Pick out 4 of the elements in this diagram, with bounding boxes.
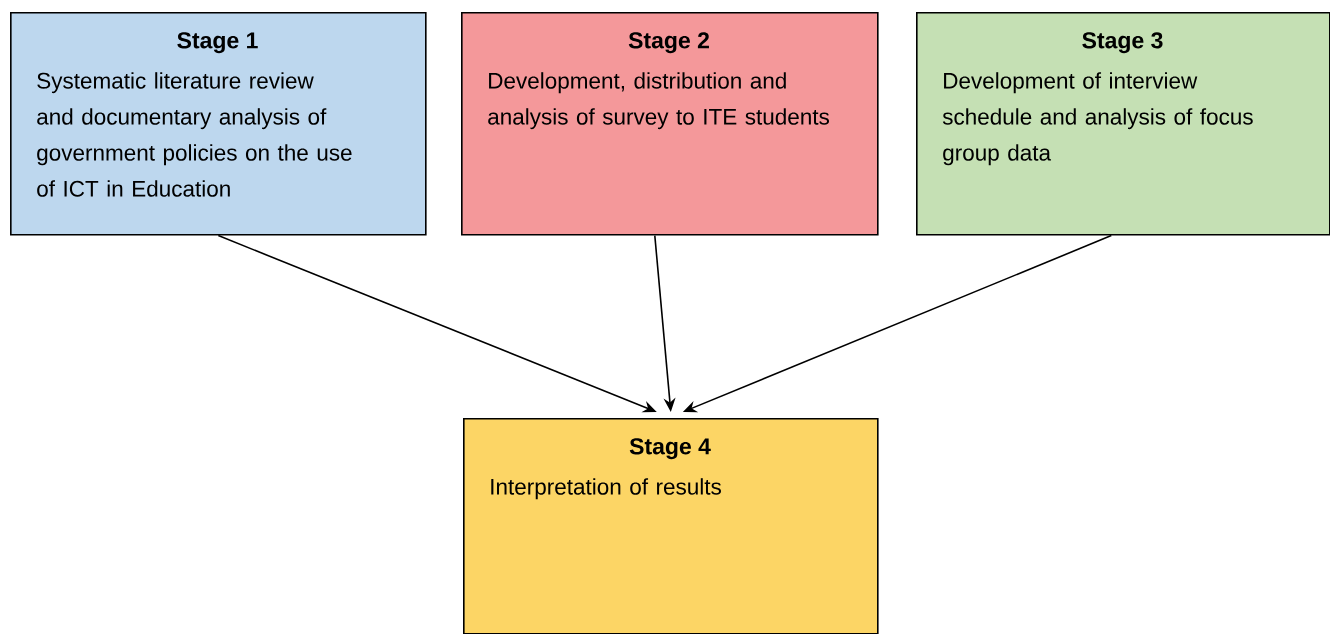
stage-box: Stage 4 Interpretation of results <box>463 418 879 634</box>
stage-box: Stage 3 Development of interview schedule and analysis of focus group data <box>916 12 1330 236</box>
stage-box: Stage 1 Systematic literature review and documentary analysis of government policies on the use of ICT in Education <box>10 12 427 236</box>
stage-box: Stage 2 Development, distribution and analysis of survey to ITE students <box>461 12 879 236</box>
